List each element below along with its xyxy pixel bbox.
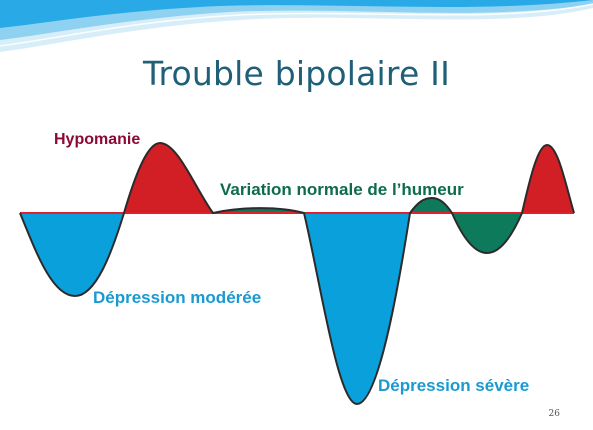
slide-title: Trouble bipolaire II [142, 54, 451, 93]
hypomania-lobe-2 [522, 145, 574, 213]
severe-depression-lobe [304, 213, 410, 404]
hypomania-label: Hypomanie [54, 131, 141, 148]
normal-variation-label: Variation normale de l’humeur [220, 180, 464, 199]
normal-variation-lobe-3 [452, 213, 522, 253]
moderate-depression-lobe [20, 213, 124, 296]
mood-curve-outline [19, 141, 575, 406]
header-wave-dark [0, 0, 593, 28]
header-wave-decoration [0, 0, 593, 52]
severe-depression-label: Dépression sévère [378, 376, 530, 395]
hypomania-lobe-1 [124, 143, 213, 213]
page-number: 26 [548, 409, 560, 419]
moderate-depression-label: Dépression modérée [93, 288, 262, 307]
header-wave-line [0, 3, 593, 47]
